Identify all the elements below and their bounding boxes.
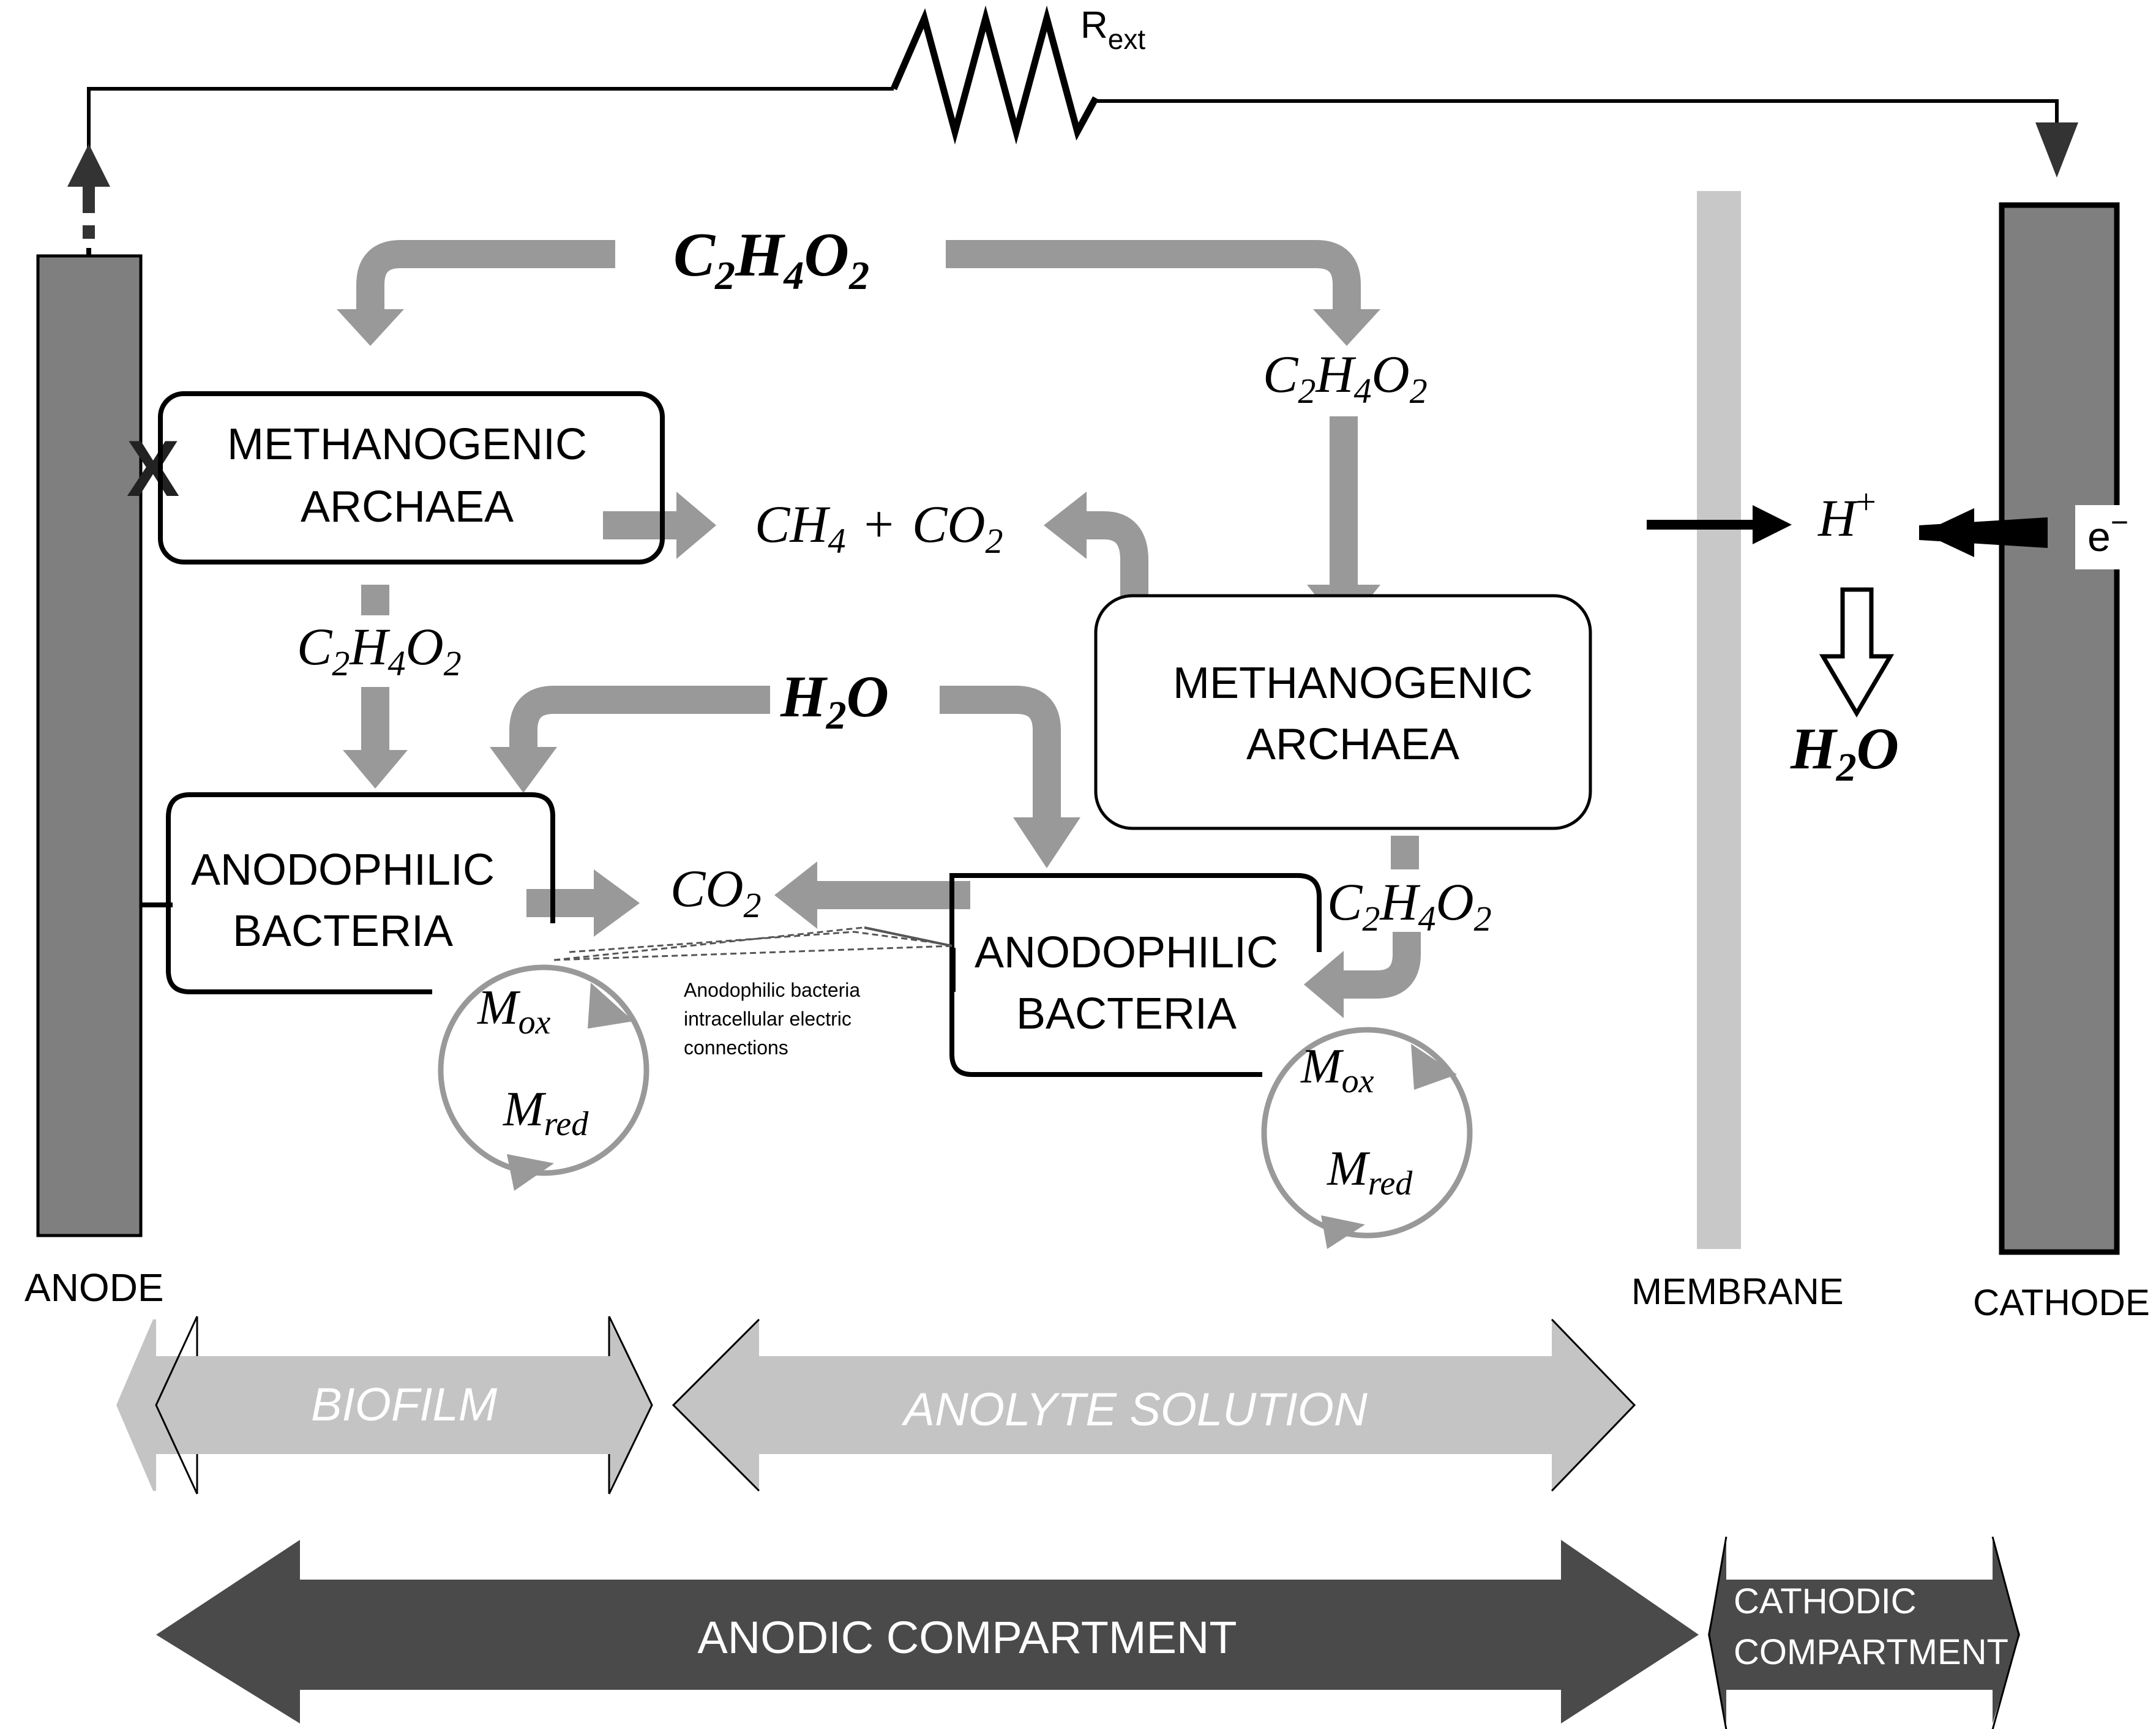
anodic-compartment-zone-arrow [156, 1540, 1699, 1723]
resistor [890, 5, 1099, 145]
intercellular-connections [553, 926, 953, 961]
m-ox-label-1: Mox [477, 981, 551, 1041]
electron-label: e− [2087, 505, 2128, 560]
methanogenic-archaea-box-2 [1094, 594, 1592, 830]
circuit-wire-left [87, 87, 894, 152]
anodophilic-bacteria-1-line2: BACTERIA [233, 907, 453, 956]
cathodic-compartment-label-line2: COMPARTMENT [1734, 1632, 2008, 1672]
external-circuit [87, 5, 2059, 156]
m-red-label-2: Mred [1327, 1142, 1413, 1202]
acetate-to-bacteria-2-arrow [1341, 932, 1421, 999]
membrane [1697, 191, 1741, 1249]
cathodic-compartment-label-line1: CATHODIC [1734, 1581, 1917, 1621]
anolyte-solution-label: ANOLYTE SOLUTION [901, 1384, 1368, 1436]
inhibition-x-mark: X [127, 424, 180, 513]
anode-label: ANODE [24, 1266, 164, 1310]
acetate-formula-top: C2H4O2 [673, 220, 869, 298]
anodophilic-bacteria-box-2 [949, 873, 1322, 1077]
acetate-formula-lower: C2H4O2 [1327, 872, 1492, 939]
proton-formula: H+ [1817, 482, 1876, 547]
water-to-bacteria-arrow [509, 686, 770, 750]
methane-co2-formula: CH4+CO2 [755, 495, 1003, 561]
m-ox-label-2: Mox [1300, 1040, 1374, 1100]
water-to-bacteria-2-arrow [940, 686, 1061, 820]
cathode [1999, 202, 2120, 1255]
acetate-to-methanogens-arrow [356, 240, 615, 312]
anode-current-arrowhead [67, 144, 110, 187]
flow-arrows [356, 240, 1421, 999]
cathodic-compartment-zone-arrow [1708, 1540, 2020, 1723]
co2-formula: CO2 [670, 859, 761, 925]
biofilm-label: BIOFILM [311, 1379, 498, 1431]
anodophilic-bacteria-box-1 [166, 792, 555, 994]
anodophilic-bacteria-2-line2: BACTERIA [1016, 989, 1237, 1038]
anodophilic-bacteria-2-line1: ANODOPHILIC [975, 928, 1278, 977]
anolyte-zone-arrow [673, 1319, 1634, 1491]
proton-to-water-arrow [1819, 587, 1895, 718]
methanogens-2-to-ch4-arrow [1084, 511, 1148, 615]
m-red-label-1: Mred [503, 1082, 589, 1143]
methanogenic-archaea-2-line2: ARCHAEA [1246, 720, 1459, 769]
rext-label: Rext [1080, 4, 1145, 55]
connection-annotation-line2: intracellular electric [684, 1008, 852, 1030]
anode [36, 254, 143, 1237]
water-formula-center: H2O [780, 664, 889, 738]
cathode-current-arrowhead [2035, 122, 2078, 178]
water-formula-cathode: H2O [1790, 716, 1899, 790]
connection-annotation-line1: Anodophilic bacteria [684, 979, 860, 1001]
electron-label-box [2075, 505, 2143, 569]
methanogenic-archaea-1-line2: ARCHAEA [301, 482, 514, 531]
circuit-wire-right [1096, 99, 2059, 156]
redox-mediator-cycle-1: Mox Mred [438, 964, 649, 1191]
redox-mediator-cycle-2: Mox Mred [1261, 1027, 1473, 1249]
cathode-label: CATHODE [1973, 1282, 2150, 1323]
connection-annotation-line3: connections [684, 1037, 788, 1059]
membrane-label: MEMBRANE [1631, 1271, 1844, 1312]
acetate-to-right-arrow [946, 240, 1361, 312]
methanogenic-archaea-1-line1: METHANOGENIC [227, 420, 587, 469]
biofilm-zone-arrow [116, 1319, 652, 1491]
anode-current-stem [83, 184, 95, 213]
anodic-compartment-label: ANODIC COMPARTMENT [697, 1612, 1237, 1663]
anodophilic-bacteria-1-line1: ANODOPHILIC [191, 846, 495, 895]
methanogenic-archaea-2-line1: METHANOGENIC [1173, 659, 1533, 708]
acetate-formula-right: C2H4O2 [1263, 345, 1428, 411]
methanogenic-archaea-box-1 [158, 391, 665, 564]
acetate-formula-left: C2H4O2 [297, 617, 462, 683]
